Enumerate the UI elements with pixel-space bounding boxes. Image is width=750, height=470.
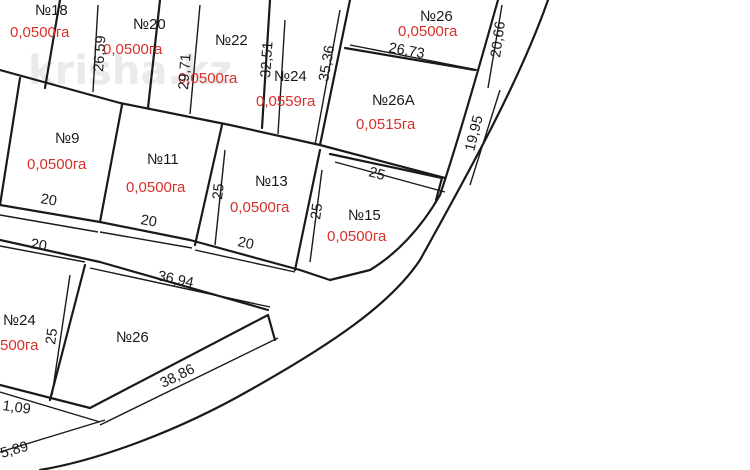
dim-line-1-09 bbox=[0, 391, 101, 423]
divider-24-26 bbox=[318, 0, 352, 147]
dim-line-26-73 bbox=[349, 44, 479, 71]
lot-15-number: №15 bbox=[348, 207, 381, 224]
dim-label-25-lot11: 25 bbox=[210, 183, 228, 201]
lot-13-area: 0,0500га bbox=[230, 199, 290, 216]
dim-line-35-36 bbox=[314, 9, 341, 146]
dim-label-20-road: 20 bbox=[29, 236, 48, 255]
lot-labels: №18 0,0500га №20 0,0500га №22 0,0500га №… bbox=[0, 2, 458, 354]
dim-line-32-51 bbox=[277, 19, 286, 135]
dim-label-20-66: 20,66 bbox=[488, 20, 509, 58]
lower-parcel-edge bbox=[0, 313, 270, 410]
dim-label-5-89: 5,89 bbox=[0, 439, 30, 462]
dim-label-25-lot15: 25 bbox=[308, 202, 326, 220]
dim-line-25-lot15 bbox=[309, 169, 323, 263]
lot-22-area: 0,0500га bbox=[178, 70, 238, 87]
dim-label-25-lot24: 25 bbox=[43, 327, 61, 345]
dim-line-20-lot9 bbox=[0, 214, 99, 233]
dimension-lines bbox=[0, 4, 503, 453]
dim-line-25-top bbox=[334, 161, 446, 193]
top-row-baseline bbox=[0, 68, 447, 180]
dim-label-35-36: 35,36 bbox=[316, 44, 338, 83]
dim-line-25-lot11 bbox=[214, 149, 226, 246]
lot-24-bottom-number: №24 bbox=[3, 312, 36, 329]
dim-line-38-86 bbox=[99, 337, 279, 426]
dim-line-5-89 bbox=[0, 419, 106, 453]
divider-left-9 bbox=[0, 76, 22, 207]
lot-18-area: 0,0500га bbox=[10, 24, 70, 41]
lot-11-number: №11 bbox=[147, 151, 179, 168]
dim-line-19-95 bbox=[469, 89, 501, 186]
dim-line-20-lot11 bbox=[99, 231, 193, 249]
dim-label-1-09: 1,09 bbox=[1, 398, 31, 418]
divider-24-26-lower bbox=[48, 263, 87, 402]
divider-18-20 bbox=[43, 0, 62, 90]
lot-13-number: №13 bbox=[255, 173, 288, 190]
dim-label-29-71: 29,71 bbox=[176, 53, 194, 90]
outer-road-edge bbox=[38, 0, 550, 470]
divider-9-11 bbox=[98, 103, 124, 224]
dim-label-20-lot9: 20 bbox=[39, 191, 58, 210]
dim-label-19-95: 19,95 bbox=[462, 114, 486, 153]
lot-22-number: №22 bbox=[215, 32, 248, 49]
dim-label-26-73: 26,73 bbox=[387, 40, 426, 62]
divider-13-15 bbox=[293, 148, 322, 272]
divider-22-24 bbox=[260, 0, 272, 130]
dim-label-36-94: 36,94 bbox=[156, 268, 195, 291]
dim-label-32-51: 32,51 bbox=[258, 41, 276, 78]
lot-26-top-number: №26 bbox=[420, 8, 453, 25]
dim-line-20-road bbox=[0, 245, 86, 263]
dimension-labels: 26,59 29,71 32,51 35,36 26,73 20,66 19,9… bbox=[0, 20, 509, 461]
lot-11-area: 0,0500га bbox=[126, 179, 186, 196]
lot-24-bottom-area: 500га bbox=[0, 337, 39, 354]
middle-row-baseline bbox=[0, 203, 332, 282]
lower-parcel-corner bbox=[266, 313, 277, 342]
dim-line-36-94 bbox=[89, 267, 271, 308]
dim-label-26-59: 26,59 bbox=[91, 35, 109, 72]
lot-26-bottom-number: №26 bbox=[116, 329, 149, 346]
dim-line-20-66 bbox=[487, 4, 503, 89]
divider-20-22 bbox=[146, 0, 162, 110]
dim-line-25-lot24 bbox=[51, 274, 71, 396]
lot-15-area: 0,0500га bbox=[327, 228, 387, 245]
lot-18-number: №18 bbox=[35, 2, 68, 19]
divider-15-end bbox=[434, 176, 444, 202]
dim-label-20-lot11: 20 bbox=[139, 212, 158, 231]
dim-label-25-top: 25 bbox=[367, 164, 387, 184]
divider-26-26a bbox=[343, 46, 477, 72]
lot-26-top-area: 0,0500га bbox=[398, 23, 458, 40]
lot-9-number: №9 bbox=[55, 130, 79, 147]
divider-11-13 bbox=[193, 123, 224, 247]
lot-24-top-number: №24 bbox=[274, 68, 307, 85]
lot-20-number: №20 bbox=[133, 16, 166, 33]
dim-line-20-lot13 bbox=[194, 249, 296, 273]
dim-line-26-59 bbox=[92, 4, 99, 93]
lot-24-top-area: 0,0559га bbox=[256, 93, 316, 110]
lot-20-area: 0,0500га bbox=[103, 41, 163, 58]
divider-26a-15 bbox=[328, 152, 444, 180]
lot-9-area: 0,0500га bbox=[27, 156, 87, 173]
lot-26a-area: 0,0515га bbox=[356, 116, 416, 133]
dim-line-29-71 bbox=[189, 4, 201, 115]
lot-26a-number: №26А bbox=[372, 92, 415, 109]
dim-label-20-lot13: 20 bbox=[236, 234, 255, 253]
